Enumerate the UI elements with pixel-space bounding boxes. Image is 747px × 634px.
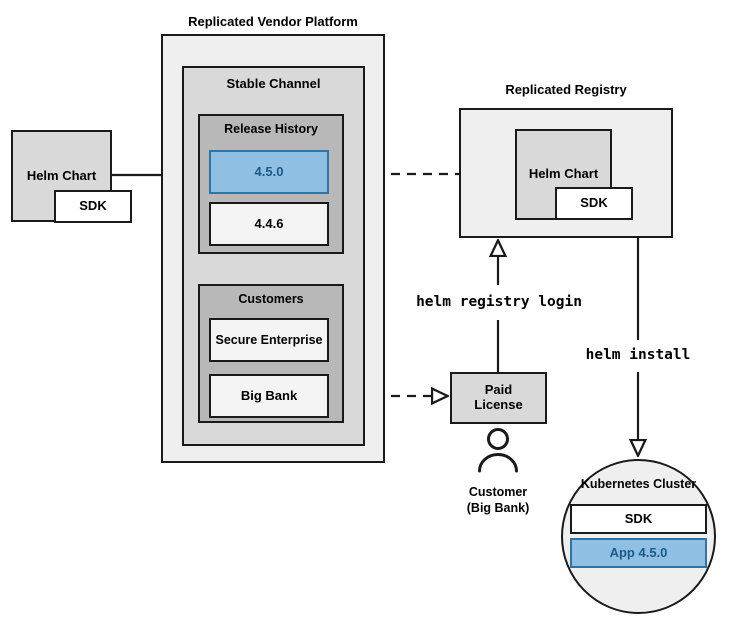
customer-secure-enterprise[interactable]: Secure Enterprise bbox=[209, 318, 329, 362]
source-sdk[interactable]: SDK bbox=[54, 190, 132, 223]
customer-caption-line1: Customer bbox=[468, 485, 528, 499]
customers-label: Customers bbox=[238, 292, 304, 306]
customer-caption-line2: (Big Bank) bbox=[466, 500, 530, 515]
paid-license-line1: Paid bbox=[484, 382, 513, 398]
customer-person-icon bbox=[478, 428, 518, 473]
release-history-label: Release History bbox=[224, 122, 318, 136]
customer-caption: Customer (Big Bank) bbox=[430, 485, 566, 516]
source-helm-chart-label: Helm Chart bbox=[26, 167, 97, 183]
paid-license-line2: License bbox=[474, 397, 523, 412]
customer-big-bank-label: Big Bank bbox=[240, 387, 298, 403]
command-helm-install: helm install bbox=[585, 347, 691, 363]
command-registry-login: helm registry login bbox=[416, 294, 582, 310]
platform-title: Replicated Vendor Platform bbox=[188, 14, 358, 29]
release-item-4-4-6-label: 4.4.6 bbox=[254, 215, 284, 231]
kubernetes-cluster-label: Kubernetes Cluster bbox=[580, 477, 697, 491]
customer-secure-enterprise-label: Secure Enterprise bbox=[215, 332, 323, 347]
registry-title: Replicated Registry bbox=[505, 82, 627, 97]
release-item-4-5-0[interactable]: 4.5.0 bbox=[209, 150, 329, 194]
release-item-4-4-6[interactable]: 4.4.6 bbox=[209, 202, 329, 246]
cluster-item-sdk[interactable]: SDK bbox=[570, 504, 707, 534]
source-sdk-label: SDK bbox=[79, 198, 107, 214]
cluster-item-app-label: App 4.5.0 bbox=[609, 544, 668, 560]
cluster-item-sdk-label: SDK bbox=[624, 510, 653, 526]
customer-big-bank[interactable]: Big Bank bbox=[209, 374, 329, 418]
registry-sdk[interactable]: SDK bbox=[555, 187, 633, 220]
registry-sdk-label: SDK bbox=[580, 195, 608, 211]
registry-helm-chart-label: Helm Chart bbox=[528, 166, 599, 182]
kubernetes-cluster-container bbox=[561, 459, 716, 614]
cluster-item-app[interactable]: App 4.5.0 bbox=[570, 538, 707, 568]
release-item-4-5-0-label: 4.5.0 bbox=[254, 163, 284, 179]
paid-license-node[interactable]: Paid License bbox=[450, 372, 547, 424]
stable-channel-label: Stable Channel bbox=[226, 76, 321, 91]
